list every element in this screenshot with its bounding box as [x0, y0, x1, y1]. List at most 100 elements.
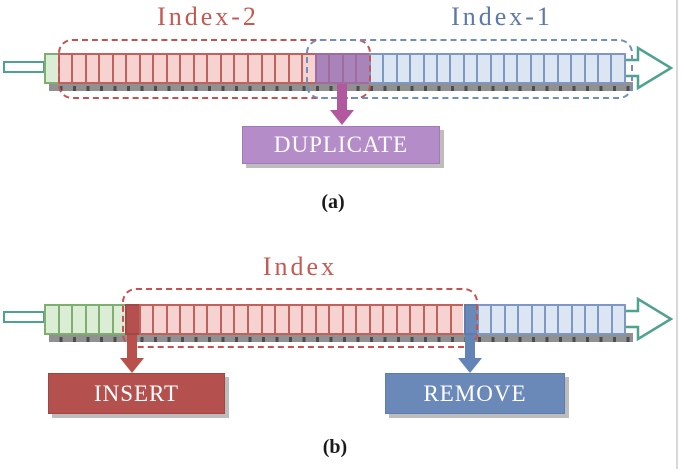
caption-b: (b) [322, 436, 348, 458]
bar-shadow-strip [49, 333, 633, 342]
remove-arrow-stem [465, 335, 475, 358]
cell-index1-region [462, 53, 477, 84]
cell-index1-region [543, 53, 557, 84]
cell-end [557, 304, 571, 335]
cell-end [597, 304, 611, 335]
caption-a: (a) [321, 191, 345, 213]
segment-index2-region [57, 53, 315, 84]
index-label: Index [262, 252, 338, 281]
duplicate-box: DUPLICATE [242, 126, 440, 164]
cell-index2-region [152, 53, 166, 84]
segment-index-region [138, 304, 464, 335]
cell-index-region [138, 304, 153, 335]
cell-index-region [301, 304, 315, 335]
cell-index1-region [449, 53, 463, 84]
cell-index-region [409, 304, 423, 335]
cell-index-region [260, 304, 275, 335]
remove-box: REMOVE [385, 373, 565, 414]
array-bar-a [44, 53, 626, 84]
cell-end [477, 304, 491, 335]
cell-duplicate-region [328, 53, 342, 84]
cell-index2-region [219, 53, 234, 84]
cell-index-region [328, 304, 342, 335]
cell-end [543, 304, 558, 335]
index1-label: Index-1 [451, 2, 553, 31]
arrowhead-polygon [622, 296, 674, 342]
cell-index2-region [165, 53, 180, 84]
cell-duplicate-region [341, 53, 356, 84]
cell-index2-region [246, 53, 261, 84]
cell-index-region [368, 304, 383, 335]
cell-index2-region [287, 53, 302, 84]
cell-index2-region [111, 53, 126, 84]
cell-end [503, 304, 518, 335]
index-dashed-box [122, 288, 478, 348]
cell-index1-region [409, 53, 423, 84]
segment-end [477, 304, 627, 335]
cell-index1-region [597, 53, 611, 84]
duplicate-arrow-stem [337, 84, 347, 110]
cell-index2-region [260, 53, 275, 84]
cell-index1-region [556, 53, 571, 84]
cell-end [490, 304, 504, 335]
cell-start [84, 304, 99, 335]
cell-end [583, 304, 598, 335]
duplicate-arrow-head-icon [330, 110, 354, 125]
cell-index1-region [382, 53, 396, 84]
index2-label: Index-2 [157, 2, 259, 31]
cell-index-region [165, 304, 180, 335]
segment-index1-region [368, 53, 626, 84]
flow-arrowhead-icon [622, 296, 674, 342]
cell-index-region [179, 304, 193, 335]
cell-index1-region [610, 53, 626, 84]
cell-end [530, 304, 544, 335]
cell-index2-region [206, 53, 220, 84]
cell-index-region [449, 304, 464, 335]
cell-index-region [382, 304, 396, 335]
cell-index2-region [98, 53, 112, 84]
cell-index2-region [125, 53, 139, 84]
cell-index1-region [422, 53, 436, 84]
cell-index1-region [570, 53, 584, 84]
cell-end [517, 304, 531, 335]
cell-start [57, 304, 72, 335]
cell-start [71, 304, 85, 335]
cell-index-region [233, 304, 247, 335]
cell-duplicate-region [355, 53, 369, 84]
cell-end [570, 304, 584, 335]
cell-index-region [206, 304, 220, 335]
cell-start [111, 304, 126, 335]
cell-index1-region [583, 53, 597, 84]
cell-index2-region [71, 53, 85, 84]
cell-index-region [422, 304, 437, 335]
cell-index2-region [233, 53, 247, 84]
flow-tail-shaft [3, 311, 45, 323]
cell-index2-region [274, 53, 288, 84]
array-bar-b [44, 304, 627, 335]
index2-dashed-box [58, 39, 371, 99]
cell-index-region [192, 304, 207, 335]
cell-index-region [355, 304, 369, 335]
remove-arrow-head-icon [458, 358, 482, 373]
cell-end [610, 304, 627, 335]
cell-index-region [152, 304, 166, 335]
cell-index2-region [84, 53, 99, 84]
cell-index1-region [489, 53, 504, 84]
index1-dashed-box [306, 39, 633, 99]
page-edge-line [676, 0, 678, 469]
segment-start [44, 304, 126, 335]
cell-index1-region [503, 53, 517, 84]
cell-index-region [246, 304, 261, 335]
cell-index2-region [179, 53, 193, 84]
cell-index1-region [476, 53, 490, 84]
cell-index-region [395, 304, 410, 335]
cell-duplicate-region [314, 53, 329, 84]
cell-index1-region [395, 53, 410, 84]
cell-index-region [274, 304, 288, 335]
cell-index1-region [435, 53, 450, 84]
cell-start [44, 53, 58, 84]
cell-index2-region [138, 53, 153, 84]
insert-arrow-head-icon [120, 358, 144, 373]
insert-arrow-stem [127, 335, 137, 358]
